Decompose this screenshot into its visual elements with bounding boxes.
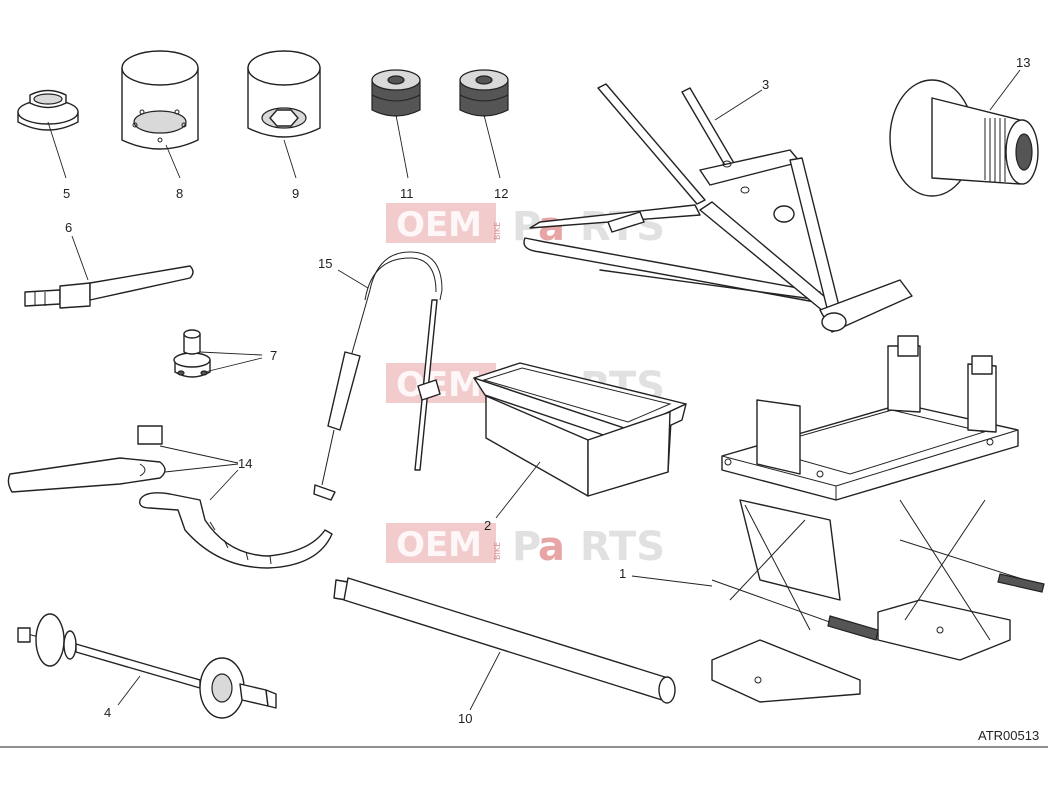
callout-1: 1 <box>619 566 626 581</box>
part-7-adapter <box>173 329 211 378</box>
callout-labels: 1 2 3 4 5 6 7 8 9 10 11 12 13 14 15 <box>63 55 1030 726</box>
svg-text:BIKE: BIKE <box>493 222 502 240</box>
callout-6: 6 <box>65 220 72 235</box>
callout-10: 10 <box>458 711 472 726</box>
drawing-reference: ATR00513 <box>978 728 1039 743</box>
svg-text:OEM: OEM <box>396 205 482 245</box>
part-6-pin-tool <box>24 265 194 309</box>
part-14-wrench <box>7 425 333 569</box>
callout-3: 3 <box>762 77 769 92</box>
callout-5: 5 <box>63 186 70 201</box>
part-10-bar <box>333 577 676 704</box>
svg-text:RTS: RTS <box>580 524 665 570</box>
svg-text:a: a <box>538 524 565 570</box>
callout-2: 2 <box>484 518 491 533</box>
callout-8: 8 <box>176 186 183 201</box>
part-15-syringe-tool <box>313 251 443 501</box>
leader-lines <box>47 69 1021 711</box>
callout-14: 14 <box>238 456 252 471</box>
part-13-flanged-adapter <box>889 79 1039 197</box>
callout-7: 7 <box>270 348 277 363</box>
svg-text:OEM: OEM <box>396 525 482 565</box>
part-8-socket <box>121 50 199 150</box>
callout-12: 12 <box>494 186 508 201</box>
watermark-3: OEM BIKE P a RTS <box>386 523 665 570</box>
part-11-bushing <box>371 69 421 117</box>
part-2-container <box>473 362 687 497</box>
part-12-bushing <box>459 69 509 117</box>
callout-4: 4 <box>104 705 111 720</box>
callout-11: 11 <box>400 186 414 201</box>
part-9-hex-socket <box>247 50 321 138</box>
callout-15: 15 <box>318 256 332 271</box>
callout-9: 9 <box>292 186 299 201</box>
part-3-rear-stand <box>523 83 913 333</box>
svg-text:BIKE: BIKE <box>493 542 502 560</box>
svg-text:P: P <box>512 524 541 570</box>
svg-text:OEM: OEM <box>396 365 482 405</box>
part-5-cap <box>17 89 79 131</box>
callout-13: 13 <box>1016 55 1030 70</box>
part-4-axle-puller <box>17 613 277 719</box>
part-1-scissor-jack-stand <box>711 335 1045 703</box>
